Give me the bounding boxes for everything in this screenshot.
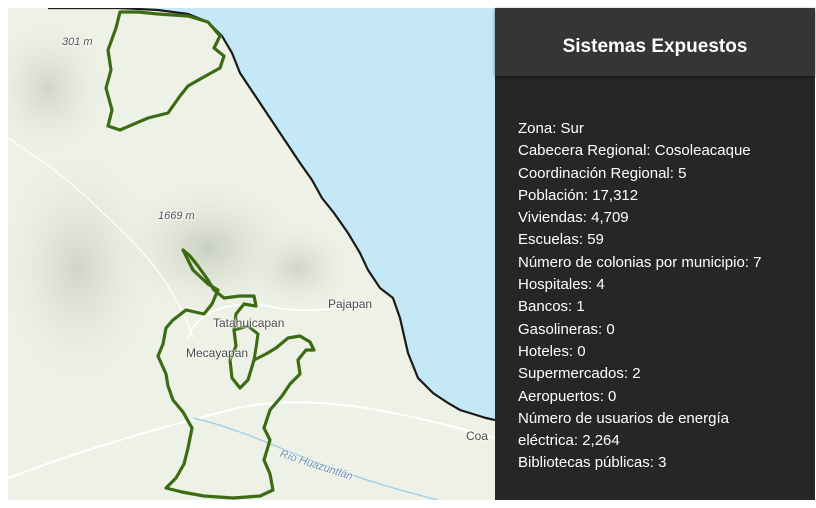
municipality-boundary-south bbox=[156, 248, 316, 500]
town-label-mecayapan: Mecayapan bbox=[186, 346, 249, 360]
coastline bbox=[48, 8, 495, 422]
town-label-pajapan: Pajapan bbox=[328, 297, 373, 311]
elevation-label: 301 m bbox=[62, 36, 93, 48]
sea-area bbox=[48, 8, 495, 420]
municipality-divider bbox=[233, 324, 260, 361]
town-label-tatahuicapan: Tatahuicapan bbox=[213, 316, 285, 330]
field-cabecera-regional: Cabecera Regional: Cosoleacaque bbox=[518, 142, 751, 160]
field-zona: Zona: Sur bbox=[518, 120, 584, 137]
field-usuarios-energia-cont: eléctrica: 2,264 bbox=[518, 432, 620, 450]
field-numero-colonias: Número de colonias por municipio: 7 bbox=[518, 253, 762, 271]
field-gasolineras: Gasolineras: 0 bbox=[518, 320, 615, 338]
field-aeropuertos: Aeropuertos: 0 bbox=[518, 387, 617, 405]
field-viviendas: Viviendas: 4,709 bbox=[518, 209, 629, 227]
volcano-shading bbox=[243, 223, 353, 313]
river-line bbox=[192, 417, 439, 500]
highland-shading bbox=[8, 148, 158, 388]
field-usuarios-energia: Número de usuarios de energía bbox=[518, 409, 729, 427]
field-hoteles: Hoteles: 0 bbox=[518, 342, 586, 360]
info-panel: Sistemas Expuestos Zona: Sur Cabecera Re… bbox=[495, 8, 815, 500]
field-escuelas: Escuelas: 59 bbox=[518, 231, 604, 249]
field-coordinacion-regional: Coordinación Regional: 5 bbox=[518, 164, 687, 182]
field-bibliotecas: Bibliotecas públicas: 3 bbox=[518, 454, 667, 472]
field-bancos: Bancos: 1 bbox=[518, 298, 585, 316]
town-label-coa: Coa bbox=[466, 429, 489, 443]
field-supermercados: Supermercados: 2 bbox=[518, 365, 641, 383]
road bbox=[8, 401, 495, 479]
map-canvas[interactable] bbox=[8, 8, 495, 500]
panel-title: Sistemas Expuestos bbox=[562, 36, 748, 57]
highland-shading-north bbox=[8, 18, 108, 158]
panel-body: Zona: Sur Cabecera Regional: Cosoleacaqu… bbox=[518, 118, 813, 475]
field-poblacion: Población: 17,312 bbox=[518, 186, 639, 204]
road bbox=[8, 137, 194, 339]
road bbox=[187, 303, 354, 339]
municipality-boundary-north bbox=[104, 10, 226, 132]
map-view[interactable]: 301 m 1669 m Pajapan Tatahuicapan Mecaya… bbox=[8, 8, 495, 500]
panel-header: Sistemas Expuestos bbox=[495, 8, 815, 76]
field-hospitales: Hospitales: 4 bbox=[518, 276, 605, 294]
elevation-label: 1669 m bbox=[158, 210, 195, 222]
